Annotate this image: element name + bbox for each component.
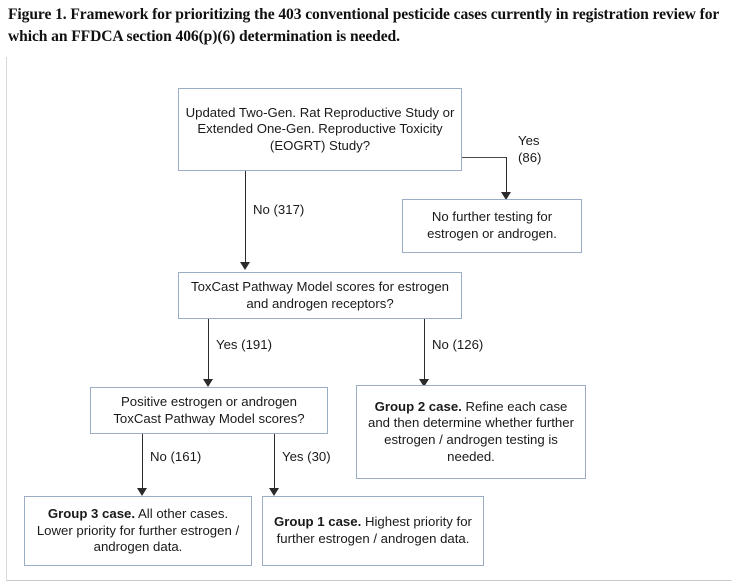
node-group-1-case-body: Highest priority for further estrogen / …	[276, 514, 472, 546]
edge-label-positive-no: No (161)	[150, 449, 202, 464]
node-eogrt-question: Updated Two-Gen. Rat Reproductive Study …	[178, 88, 462, 171]
edge-eogrt-yes-vertical	[506, 157, 507, 194]
node-group-1-case: Group 1 case. Highest priority for furth…	[262, 496, 484, 566]
edge-toxcast-yes-arrowhead	[203, 379, 213, 387]
edge-positive-no-vertical	[142, 434, 143, 490]
node-group-2-case-text: Group 2 case. Refine each case and then …	[363, 399, 579, 466]
node-group-1-case-label: Group 1 case.	[274, 514, 362, 530]
edge-label-toxcast-no: No (126)	[432, 337, 484, 352]
node-no-further-testing-text: No further testing for estrogen or andro…	[427, 209, 557, 241]
edge-label-positive-yes: Yes (30)	[282, 449, 331, 464]
node-group-3-case-body: All other cases. Lower priority for furt…	[36, 506, 240, 555]
node-no-further-testing: No further testing for estrogen or andro…	[402, 199, 582, 253]
edge-eogrt-yes-horizontal	[462, 157, 507, 158]
node-group-3-case-text: Group 3 case. All other cases. Lower pri…	[31, 506, 245, 556]
edge-positive-no-arrowhead	[137, 488, 147, 496]
node-group-2-case: Group 2 case. Refine each case and then …	[356, 385, 586, 479]
node-positive-scores-question: Positive estrogen or androgen ToxCast Pa…	[90, 387, 328, 434]
node-positive-scores-question-text: Positive estrogen or androgen ToxCast Pa…	[113, 393, 305, 426]
node-group-2-case-label: Group 2 case.	[374, 398, 462, 414]
edge-toxcast-yes-vertical	[208, 319, 209, 381]
node-group-3-case-label: Group 3 case.	[47, 506, 136, 522]
node-group-3-case: Group 3 case. All other cases. Lower pri…	[24, 496, 252, 566]
edge-label-eogrt-yes: Yes (86)	[518, 133, 542, 166]
edge-toxcast-no-vertical	[424, 319, 425, 381]
node-toxcast-question-text: ToxCast Pathway Model scores for estroge…	[190, 278, 449, 311]
node-toxcast-question: ToxCast Pathway Model scores for estroge…	[178, 272, 462, 319]
edge-eogrt-yes-arrowhead	[501, 192, 511, 200]
node-eogrt-question-text: Updated Two-Gen. Rat Reproductive Study …	[185, 104, 455, 153]
edge-label-eogrt-no: No (317)	[253, 202, 305, 217]
node-group-1-case-text: Group 1 case. Highest priority for furth…	[269, 514, 477, 547]
edge-label-toxcast-yes: Yes (191)	[216, 337, 272, 352]
edge-positive-yes-arrowhead	[269, 488, 279, 496]
edge-eogrt-no-arrowhead	[240, 262, 250, 270]
edge-toxcast-no-arrowhead	[419, 379, 429, 387]
figure-caption: Figure 1. Framework for prioritizing the…	[8, 6, 719, 46]
node-group-2-case-body: Refine each case and then determine whet…	[368, 398, 574, 464]
edge-positive-yes-vertical	[274, 434, 275, 490]
edge-eogrt-no-vertical	[245, 171, 246, 264]
figure-frame	[6, 57, 732, 581]
